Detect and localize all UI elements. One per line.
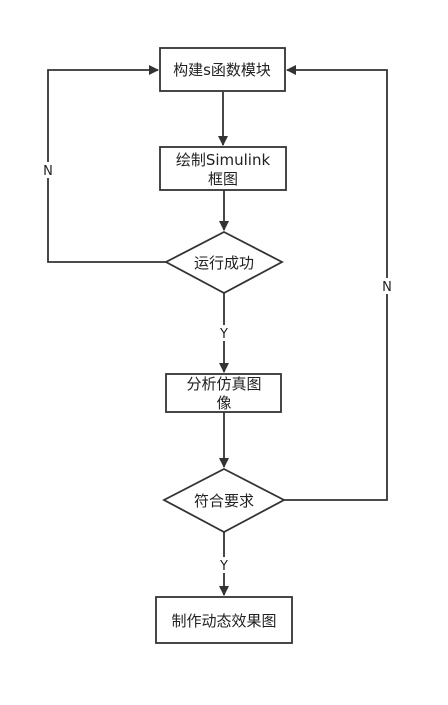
node-run-success-label: 运行成功 (194, 254, 254, 272)
edge-req-yes-label: Y (219, 559, 228, 574)
edge-run-no-loop (47, 65, 166, 263)
node-run-success: 运行成功 (164, 230, 284, 295)
edge-run-no-label-bg (40, 162, 56, 178)
edge-req-no-label: N (382, 280, 392, 295)
edge-run-yes-label: Y (219, 327, 228, 342)
node-analyze-label-line2: 像 (216, 394, 231, 412)
edge-run-no-label: N (43, 164, 53, 179)
node-build-sfunction-label: 构建s函数模块 (173, 61, 271, 79)
node-analyze-label-line1: 分析仿真图 (186, 375, 261, 393)
node-meets-requirements: 符合要求 (162, 467, 286, 534)
node-meets-requirements-label: 符合要求 (194, 492, 254, 510)
node-draw-simulink-label-line2: 框图 (208, 170, 238, 188)
node-draw-simulink: 绘制Simulink 框图 (159, 146, 287, 191)
edge-req-no-loop (284, 65, 388, 501)
node-make-dynamic-label: 制作动态效果图 (171, 612, 276, 630)
node-build-sfunction: 构建s函数模块 (159, 47, 286, 92)
edge-req-yes-label-bg (216, 557, 232, 573)
node-make-dynamic: 制作动态效果图 (155, 596, 293, 644)
edge-req-no-label-bg (379, 278, 395, 294)
node-draw-simulink-label-line1: 绘制Simulink (176, 151, 271, 169)
edge-run-yes-label-bg (216, 325, 232, 341)
node-analyze: 分析仿真图 像 (165, 373, 282, 413)
